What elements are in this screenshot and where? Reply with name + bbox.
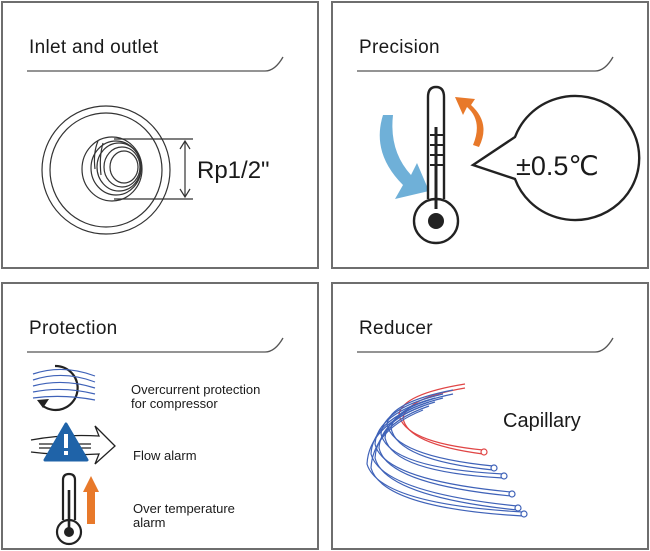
over-temperature-line1: Over temperature — [133, 501, 235, 516]
thermometer-scene — [379, 85, 641, 245]
speech-bubble-icon — [470, 94, 641, 222]
title-underline — [27, 56, 284, 72]
fitting-drawing — [41, 105, 193, 235]
panel-title-precision: Precision — [359, 37, 440, 58]
overcurrent-line2: for compressor — [131, 396, 218, 411]
overcurrent-label: Overcurrent protection for compressor — [131, 383, 260, 411]
warning-icon — [43, 422, 89, 462]
protection-icons — [30, 364, 116, 546]
precision-value: ±0.5℃ — [516, 151, 599, 181]
blue-curved-arrow-icon — [379, 115, 429, 199]
up-arrow-icon — [83, 476, 99, 524]
dimension-label: Rp1/2" — [197, 157, 270, 184]
title-underline — [357, 337, 614, 353]
panel-title-reducer: Reducer — [359, 318, 433, 339]
title-underline — [27, 337, 284, 353]
over-temperature-label: Over temperature alarm — [133, 502, 235, 530]
protection-panel: Protection — [1, 282, 319, 550]
capillary-tubes-drawing — [366, 383, 528, 518]
orange-curved-arrow-icon — [455, 97, 484, 147]
thermometer-icon — [55, 472, 83, 546]
panel-title-inlet-outlet: Inlet and outlet — [29, 37, 159, 58]
circular-arrow-icon — [32, 364, 96, 412]
panel-title-protection: Protection — [29, 318, 118, 339]
reducer-panel: Reducer Capillary — [331, 282, 649, 550]
precision-panel: Precision ±0.5℃ — [331, 1, 649, 269]
inlet-outlet-panel: Inlet and outlet Rp1/2" — [1, 1, 319, 269]
thermometer-icon — [412, 85, 460, 245]
flow-alarm-label: Flow alarm — [133, 448, 197, 463]
capillary-label: Capillary — [503, 410, 581, 432]
title-underline — [357, 56, 614, 72]
overcurrent-line1: Overcurrent protection — [131, 382, 261, 397]
over-temperature-line2: alarm — [133, 515, 166, 530]
